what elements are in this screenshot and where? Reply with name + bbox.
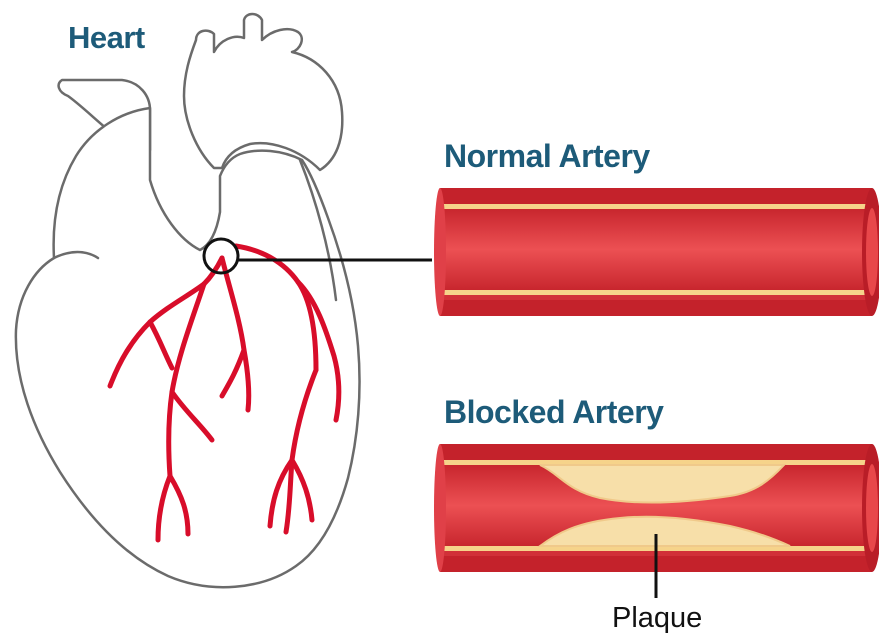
heart-title: Heart	[68, 20, 145, 56]
plaque-label: Plaque	[612, 602, 702, 635]
normal-artery-title: Normal Artery	[444, 138, 650, 175]
aortic-arch	[184, 14, 342, 170]
normal-artery-tube	[434, 188, 879, 316]
blocked-artery-title: Blocked Artery	[444, 394, 663, 431]
